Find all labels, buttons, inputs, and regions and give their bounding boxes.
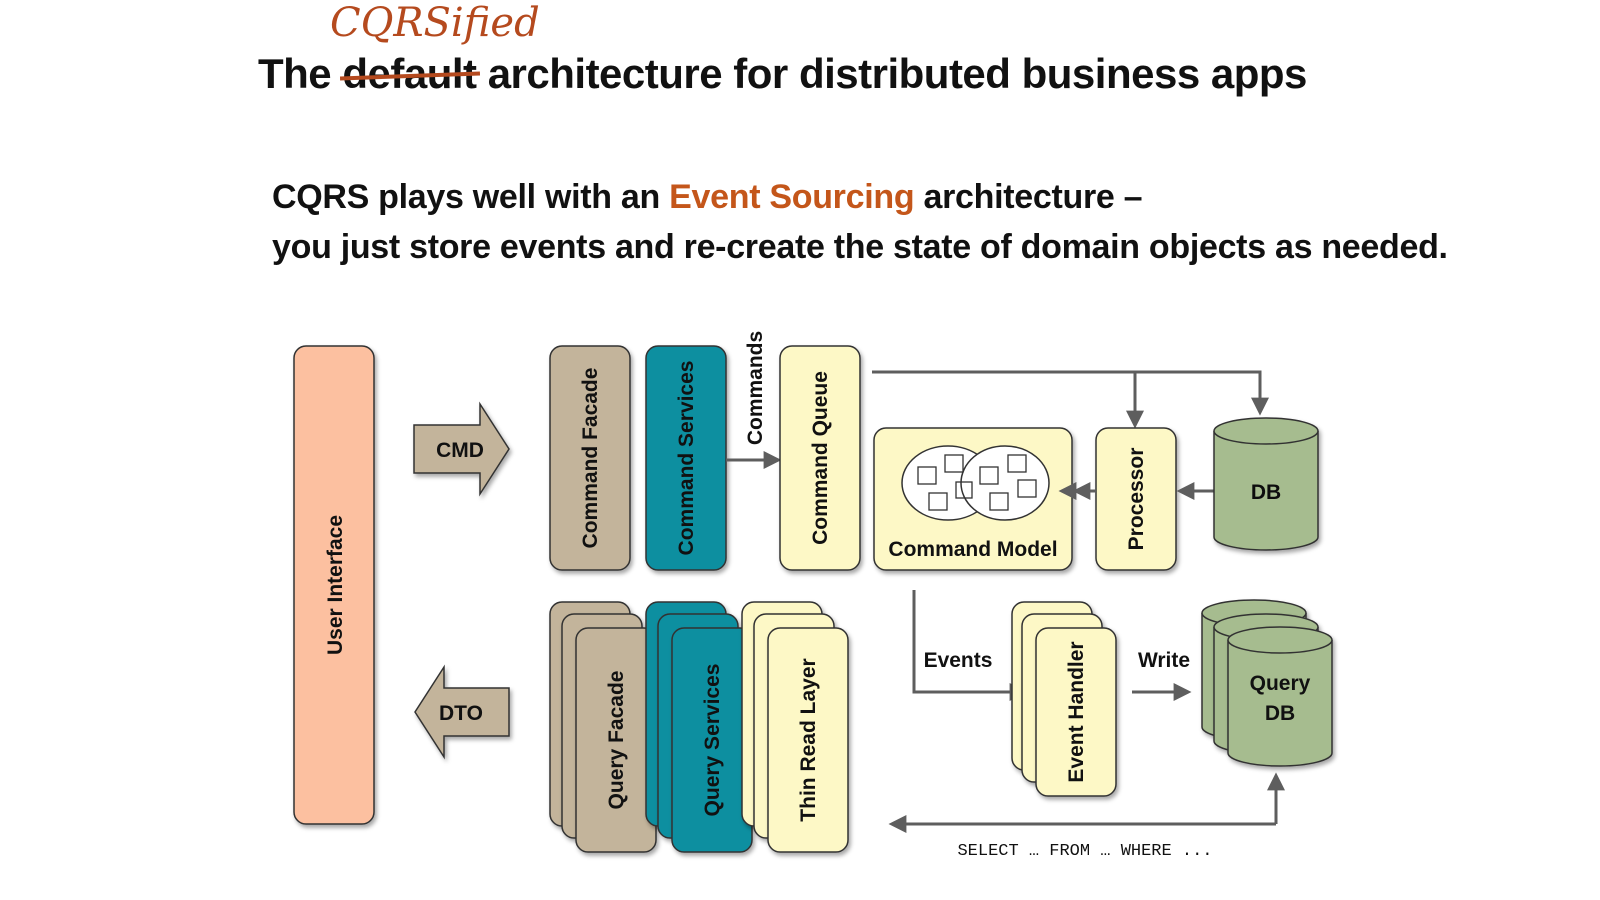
event-handler-label: Event Handler: [1065, 641, 1088, 782]
title-rest: architecture for distributed business ap…: [487, 50, 1308, 97]
command-facade-box: Command Facade: [549, 345, 631, 571]
handwritten-cqrsified: CQRSified: [330, 0, 540, 46]
query-db-label-line2: DB: [1265, 702, 1295, 725]
subtitle-line-2: you just store events and re-create the …: [272, 228, 1448, 266]
command-services-box: Command Services: [645, 345, 727, 571]
query-services-stack: Query Services: [645, 601, 753, 853]
thin-read-layer-label: Thin Read Layer: [797, 658, 820, 821]
subtitle-line1-after: architecture –: [923, 178, 1143, 216]
title-prefix: The: [258, 50, 332, 97]
subtitle-line1-before: CQRS plays well with an: [272, 178, 660, 216]
query-db-label-line1: Query: [1250, 672, 1311, 695]
command-facade-label: Command Facade: [579, 368, 602, 549]
queue-to-db-arrow: [872, 370, 1269, 416]
processor-label: Processor: [1125, 448, 1148, 551]
dto-arrow: DTO: [414, 664, 510, 760]
model-cluster-right: [960, 445, 1050, 521]
subtitle-highlight: Event Sourcing: [669, 178, 915, 216]
model-squares: [917, 454, 1037, 511]
user-interface-label: User Interface: [324, 515, 347, 655]
command-queue-box: Command Queue: [779, 345, 861, 571]
query-db-cylinders: Query DB: [1201, 599, 1333, 767]
cmd-arrow-label: CMD: [436, 439, 484, 462]
commands-label: Commands: [744, 331, 767, 445]
command-services-label: Command Services: [675, 361, 698, 556]
cmd-arrow: CMD: [413, 401, 510, 497]
command-model-box: Command Model: [873, 427, 1073, 571]
thin-read-layer-stack: Thin Read Layer: [741, 601, 849, 853]
query-facade-stack: Query Facade: [549, 601, 657, 853]
title-struck-word: default: [342, 50, 477, 97]
events-label: Events: [924, 649, 993, 672]
command-queue-label: Command Queue: [809, 371, 832, 545]
select-query-label: SELECT … FROM … WHERE ...: [957, 842, 1212, 861]
db-cylinder: DB: [1213, 417, 1319, 551]
query-services-label: Query Services: [701, 664, 724, 817]
command-model-label: Command Model: [888, 538, 1057, 561]
subtitle-line-1: CQRS plays well with an Event Sourcing a…: [272, 178, 1143, 217]
processor-box: Processor: [1095, 427, 1177, 571]
dto-arrow-label: DTO: [439, 702, 483, 725]
events-arrow: [912, 590, 1028, 701]
write-label: Write: [1138, 649, 1190, 672]
user-interface-box: User Interface: [293, 345, 375, 825]
event-handler-stack: Event Handler: [1011, 601, 1117, 797]
slide-title: The default architecture for distributed…: [258, 50, 1307, 98]
query-facade-label: Query Facade: [605, 671, 628, 810]
db-label: DB: [1251, 481, 1281, 504]
